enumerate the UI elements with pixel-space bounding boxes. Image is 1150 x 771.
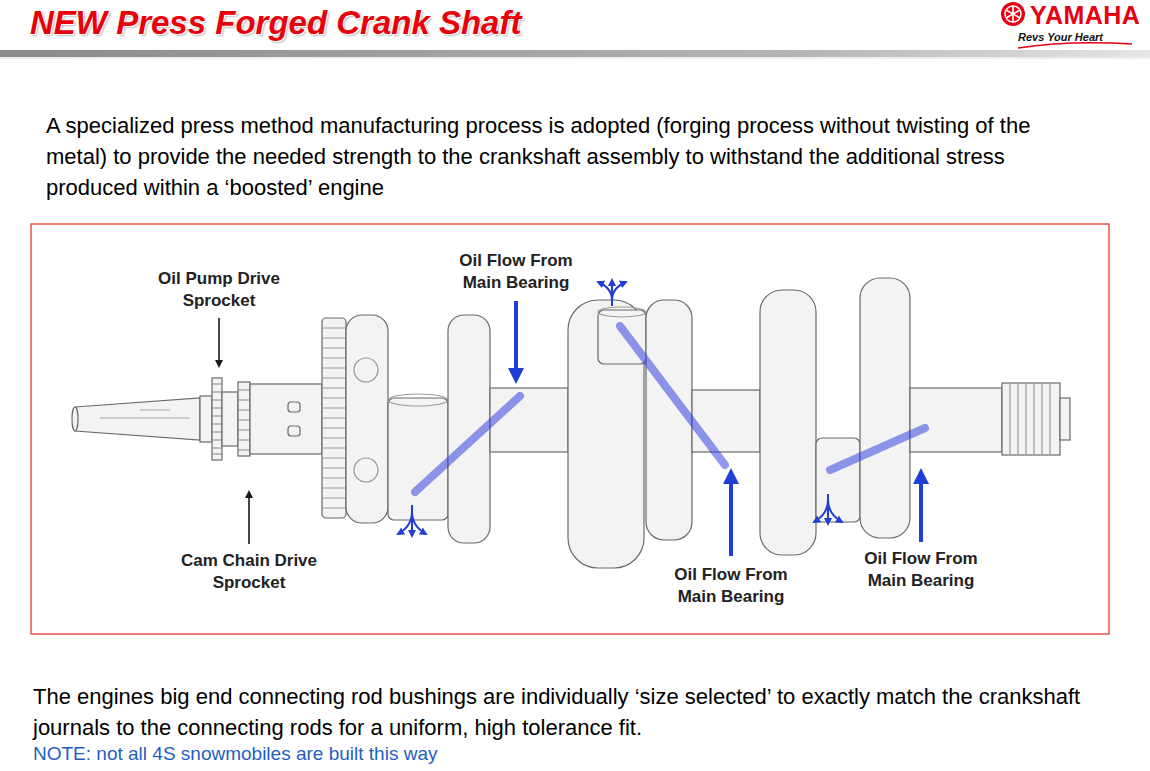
crankshaft-drawing bbox=[288, 426, 300, 436]
oil-spray-arrow bbox=[412, 512, 426, 534]
crankshaft-drawing bbox=[322, 328, 346, 508]
crankshaft-drawing bbox=[346, 315, 388, 523]
part-label: Cam Chain Drive Sprocket bbox=[174, 550, 324, 594]
oil-passage bbox=[415, 326, 925, 492]
crankshaft-drawing bbox=[388, 394, 448, 406]
brand-name: YAMAHA bbox=[1030, 1, 1140, 30]
oil-flow-arrow bbox=[919, 472, 923, 542]
oil-passage bbox=[620, 326, 725, 465]
header-rule bbox=[0, 50, 1150, 59]
crankshaft-drawing bbox=[72, 278, 1070, 568]
part-label: Oil Flow From Main Bearing bbox=[451, 250, 581, 294]
crankshaft-drawing bbox=[692, 390, 760, 452]
crankshaft-drawing bbox=[388, 398, 448, 520]
crankshaft-drawing bbox=[238, 390, 250, 450]
leader-arrow bbox=[219, 318, 249, 544]
header-rule bbox=[0, 57, 1150, 59]
body-paragraph: The engines big end connecting rod bushi… bbox=[33, 681, 1113, 743]
note-text: NOTE: not all 4S snowmobiles are built t… bbox=[33, 743, 437, 765]
intro-paragraph: A specialized press method manufacturing… bbox=[46, 110, 1046, 203]
crankshaft-drawing bbox=[200, 396, 212, 442]
yamaha-emblem bbox=[1001, 2, 1025, 26]
oil-spray-arrow bbox=[814, 500, 828, 522]
oil-passage bbox=[830, 428, 925, 470]
crankshaft-drawing bbox=[1010, 383, 1050, 455]
leader-arrow bbox=[218, 318, 220, 366]
oil-passage bbox=[415, 396, 520, 492]
crankshaft-drawing bbox=[760, 290, 816, 555]
header-rule bbox=[0, 50, 1150, 57]
crankshaft-drawing bbox=[354, 458, 378, 482]
oil-spray-arrow bbox=[398, 512, 412, 534]
crankshaft-drawing bbox=[212, 384, 222, 454]
crankshaft-drawing bbox=[72, 407, 78, 431]
crankshaft-drawing bbox=[598, 307, 646, 317]
leader-arrow bbox=[248, 492, 250, 544]
crankshaft-drawing bbox=[222, 392, 238, 446]
oil-spray-arrow bbox=[612, 282, 626, 300]
crankshaft-drawing bbox=[910, 388, 1002, 452]
oil-spray-arrow bbox=[828, 500, 842, 522]
crankshaft-drawing bbox=[250, 384, 322, 454]
crankshaft-drawing bbox=[1060, 398, 1070, 440]
crankshaft-drawing bbox=[238, 382, 250, 456]
part-label: Oil Pump Drive Sprocket bbox=[149, 268, 289, 312]
oil-flow-arrow bbox=[516, 301, 921, 556]
oil-spray-arrow bbox=[598, 282, 612, 300]
oil-flow-arrow bbox=[729, 472, 733, 556]
crankshaft-drawing bbox=[288, 402, 300, 412]
crankshaft-drawing bbox=[322, 318, 346, 518]
part-label: Oil Flow From Main Bearing bbox=[856, 548, 986, 592]
oil-flow-arrow bbox=[514, 301, 518, 380]
crankshaft-drawing bbox=[212, 378, 222, 460]
crankshaft-drawing bbox=[860, 278, 910, 538]
yamaha-emblem bbox=[1018, 43, 1132, 48]
oil-spray-arrow bbox=[398, 280, 842, 536]
crankshaft-drawing bbox=[816, 438, 860, 522]
crankshaft-drawing bbox=[490, 388, 568, 452]
yamaha-emblem bbox=[1005, 6, 1021, 22]
crankshaft-drawing bbox=[646, 300, 692, 540]
crankshaft-drawing bbox=[75, 398, 200, 440]
crankshaft-drawing bbox=[100, 410, 190, 418]
part-label: Oil Flow From Main Bearing bbox=[666, 564, 796, 608]
slide-title: NEW Press Forged Crank Shaft bbox=[30, 4, 521, 42]
crankshaft-drawing bbox=[1002, 383, 1060, 455]
crankshaft-drawing bbox=[354, 358, 378, 382]
illustration-frame bbox=[31, 224, 1109, 634]
yamaha-emblem bbox=[1006, 6, 1020, 22]
brand-slogan: Revs Your Heart bbox=[1018, 31, 1103, 43]
